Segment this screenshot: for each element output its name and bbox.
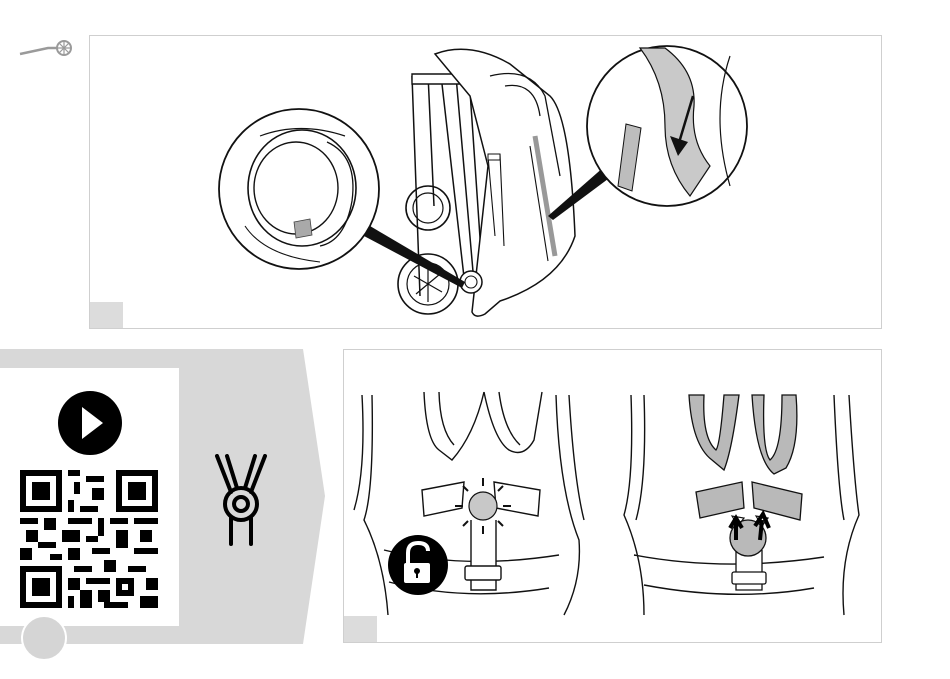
folded-stroller-illustration	[90, 36, 881, 328]
step-tab	[344, 616, 377, 642]
qr-card	[0, 368, 179, 626]
qr-code[interactable]	[20, 470, 158, 608]
stroller-side-icon	[18, 34, 74, 62]
harness-buckle-icon	[209, 454, 273, 546]
fold-stroller-panel	[89, 35, 882, 329]
play-icon[interactable]	[57, 390, 123, 456]
step-number-circle	[20, 614, 68, 662]
harness-buckle-panel	[343, 349, 882, 643]
unlock-icon	[388, 535, 448, 595]
step-tab	[90, 302, 123, 328]
harness-buckle-illustration	[344, 350, 881, 642]
